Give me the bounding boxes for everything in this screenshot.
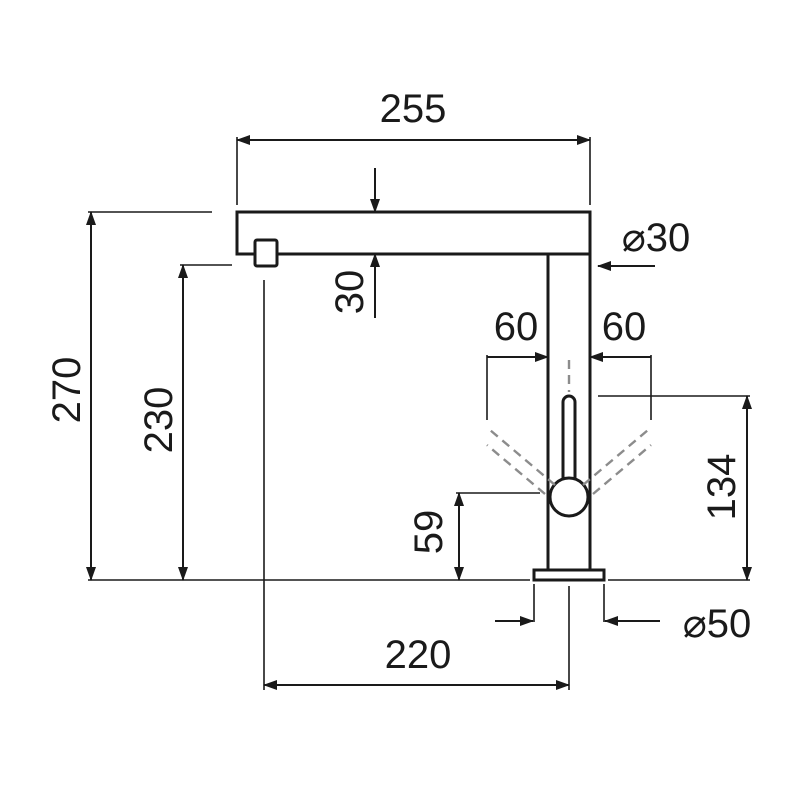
dimension-lines: [86, 135, 752, 690]
label-reach: 220: [385, 633, 452, 677]
lever-handle: [561, 394, 577, 490]
label-handle-height: 134: [700, 454, 744, 521]
label-spout-diameter: ⌀30: [622, 216, 691, 260]
spout-outlet: [253, 238, 279, 268]
label-spout-height: 230: [137, 387, 181, 454]
lever-knob: [548, 476, 590, 518]
label-swing-left: 60: [494, 305, 539, 349]
label-spout-thickness: 30: [328, 270, 372, 315]
label-base-diameter: ⌀50: [683, 602, 752, 646]
spout-arm: [235, 210, 592, 256]
base-plate: [532, 568, 606, 582]
label-swing-right: 60: [602, 305, 647, 349]
lever-swing-positions: [486, 360, 652, 495]
faucet-body: [235, 210, 606, 582]
label-overall-height: 270: [45, 357, 89, 424]
label-lever-height: 59: [407, 510, 451, 555]
label-overall-width: 255: [380, 87, 447, 131]
dimension-labels: 255 270 230 30 ⌀30 60 60 59 134 220 ⌀50: [45, 87, 751, 677]
